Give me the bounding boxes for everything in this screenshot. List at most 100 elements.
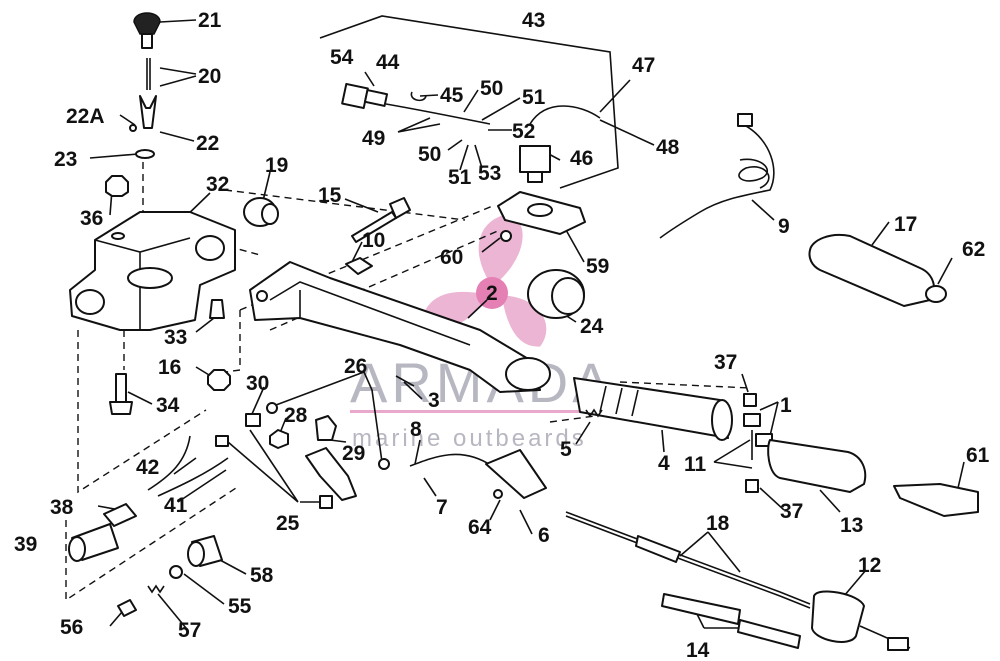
label-2: 2 (486, 282, 498, 305)
label-30: 30 (246, 372, 269, 395)
label-22: 22 (196, 132, 219, 155)
part-55-screw (169, 565, 183, 579)
part-25-screw (215, 435, 229, 447)
part-24-bushing (527, 269, 585, 319)
label-3: 3 (428, 389, 440, 412)
part-60-screw (500, 230, 512, 242)
label-7: 7 (436, 496, 448, 519)
part-14-tube-a (661, 593, 741, 625)
label-13: 13 (840, 514, 863, 537)
part-62-cap (925, 285, 947, 303)
label-24: 24 (580, 315, 604, 338)
label-26: 26 (344, 355, 367, 378)
label-56: 56 (60, 616, 83, 639)
label-42: 42 (136, 456, 159, 479)
part-1-block-a (743, 413, 761, 427)
label-39: 39 (14, 533, 37, 556)
label-32: 32 (206, 173, 229, 196)
part-23-washer (135, 149, 155, 159)
label-20: 20 (198, 65, 221, 88)
label-19: 19 (265, 154, 288, 177)
label-18: 18 (706, 512, 730, 535)
part-19-disc (243, 197, 279, 227)
part-15-bolt (351, 197, 411, 243)
label-16: 16 (158, 356, 181, 379)
part-6-bracket (485, 449, 547, 499)
watermark-tagline: marine outbeards (352, 425, 587, 452)
part-12-cylinder (811, 590, 911, 651)
part-14-tube-b (737, 619, 801, 649)
label-28: 28 (284, 404, 308, 427)
propeller-hub (476, 277, 508, 309)
label-50a: 50 (480, 77, 503, 100)
part-18-cable (565, 511, 811, 609)
label-57: 57 (178, 619, 201, 642)
label-62: 62 (962, 238, 985, 261)
label-49: 49 (362, 127, 385, 150)
label-55: 55 (228, 595, 252, 618)
label-41: 41 (164, 494, 188, 517)
label-48: 48 (656, 136, 680, 159)
label-29: 29 (342, 442, 365, 465)
part-28-nut (269, 429, 289, 449)
label-25: 25 (276, 512, 300, 535)
part-13-throttle-grip (767, 439, 867, 493)
label-59: 59 (586, 255, 609, 278)
label-47: 47 (632, 54, 655, 77)
label-21: 21 (198, 9, 222, 32)
label-10: 10 (362, 229, 385, 252)
label-52: 52 (512, 120, 535, 143)
label-34: 34 (156, 394, 180, 417)
label-46: 46 (570, 147, 593, 170)
part-64-screw (493, 489, 503, 499)
part-4-tube (573, 377, 733, 441)
label-33: 33 (164, 326, 187, 349)
part-46-switch (519, 145, 551, 183)
part-26-washer-b (378, 458, 390, 470)
part-3-pin (395, 375, 415, 387)
part-58-cylinder (187, 535, 223, 567)
part-21-knob (133, 12, 161, 49)
part-32-bracket (69, 211, 236, 331)
label-22a: 22A (66, 105, 105, 128)
label-38: 38 (50, 496, 74, 519)
label-37b: 37 (780, 500, 803, 523)
label-44: 44 (376, 51, 400, 74)
parts (68, 12, 979, 651)
part-57-spring (147, 584, 165, 594)
leader-lines (85, 15, 965, 629)
label-64: 64 (468, 516, 492, 539)
label-17: 17 (894, 213, 917, 236)
part-49-wire (385, 103, 491, 125)
part-59-plate (497, 191, 586, 235)
part-33-fitting (209, 299, 225, 319)
label-53: 53 (478, 162, 501, 185)
part-20-pins (146, 58, 151, 90)
part-10-clip (345, 257, 373, 275)
part-5-spring (585, 408, 603, 418)
part-34-bolt (109, 373, 133, 415)
part-48-lead (529, 105, 601, 125)
label-8: 8 (410, 418, 422, 441)
label-50b: 50 (418, 143, 441, 166)
part-labels: 21 20 22A 22 23 32 19 36 15 10 43 54 44 … (14, 9, 990, 661)
part-61-connector (893, 483, 979, 517)
part-22-fork (129, 95, 157, 132)
label-54: 54 (330, 46, 354, 69)
part-25-lever (305, 447, 357, 509)
label-37a: 37 (714, 351, 737, 374)
part-7-wire (409, 453, 493, 467)
part-56-plug (117, 599, 137, 617)
part-9-lanyard (659, 113, 775, 239)
part-26-washer (266, 402, 278, 414)
label-43: 43 (522, 9, 545, 32)
label-5: 5 (560, 438, 572, 461)
part-39-connector (68, 523, 119, 562)
part-42-wire (147, 435, 191, 491)
label-45: 45 (440, 84, 464, 107)
label-6: 6 (538, 524, 550, 547)
label-36: 36 (80, 207, 103, 230)
label-11: 11 (684, 453, 707, 476)
label-51b: 51 (448, 166, 472, 189)
